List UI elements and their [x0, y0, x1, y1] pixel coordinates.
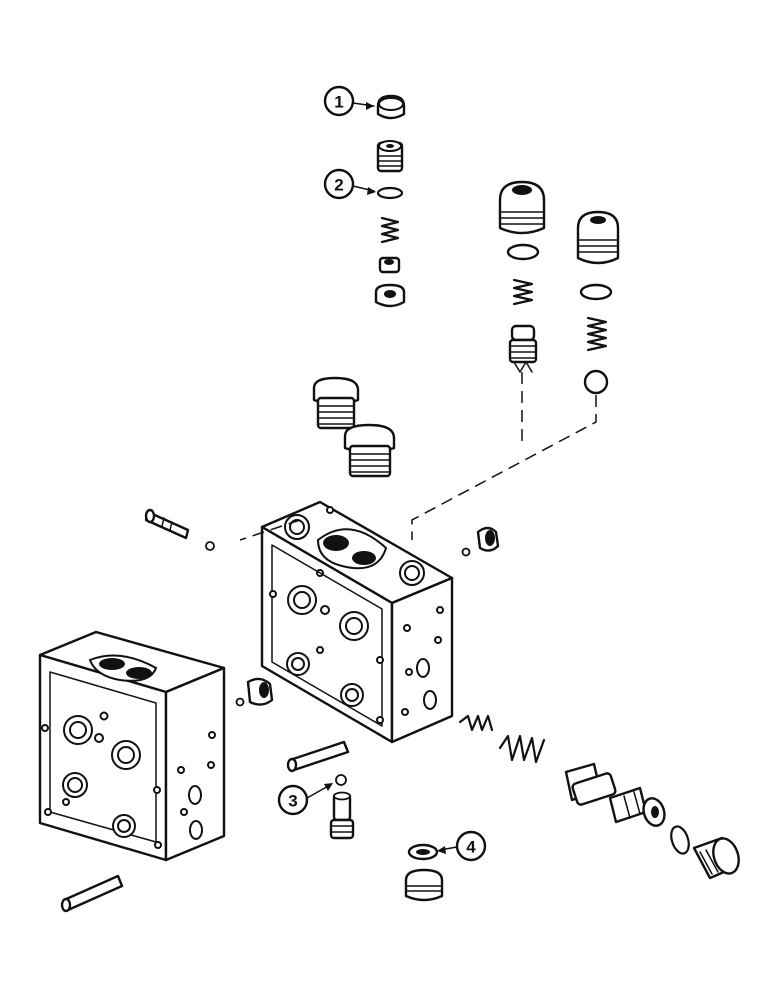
spool-cap — [692, 836, 740, 880]
dowel-pin-lower — [60, 874, 124, 913]
callout-4-group: 4 — [437, 830, 487, 862]
item4-washer-plug — [404, 843, 444, 902]
callout-2-label: 2 — [334, 176, 343, 195]
cap-plug — [376, 94, 406, 120]
o-ring-middle — [506, 243, 540, 261]
assembly-lines — [239, 372, 597, 541]
right-side-plug — [461, 526, 500, 557]
spring-right — [586, 316, 608, 352]
right-valve-body — [260, 500, 454, 744]
callout-4-label: 4 — [466, 838, 476, 857]
spool-assembly — [458, 714, 740, 880]
relief-plug-middle — [498, 180, 546, 235]
spring-middle — [512, 278, 534, 306]
relief-valve-right — [576, 210, 620, 395]
spring-small — [380, 216, 400, 244]
relief-valve-middle — [498, 180, 546, 373]
large-plug-lower — [343, 423, 396, 478]
spring-spool-large — [498, 734, 546, 764]
left-valve-body — [38, 630, 226, 862]
item3-valve-parts — [329, 774, 355, 840]
middle-plug — [235, 677, 274, 707]
callout-3-group: 3 — [277, 783, 333, 816]
o-ring-right — [579, 283, 613, 301]
threaded-plug-small — [376, 140, 404, 173]
callout-1-group: 1 — [323, 85, 375, 117]
pilot-valve-stack — [374, 94, 406, 308]
o-ring-small — [376, 186, 404, 200]
spring-spool-small — [458, 714, 494, 732]
callout-2-group: 2 — [323, 168, 376, 200]
spool — [564, 762, 666, 827]
poppet-small — [378, 256, 401, 274]
relief-plug-right — [576, 210, 620, 265]
check-ball — [583, 369, 609, 395]
dowel-pin-middle — [286, 740, 350, 773]
large-plug-upper — [312, 376, 360, 430]
poppet-middle — [508, 324, 538, 373]
left-pin — [144, 508, 215, 551]
callout-3-label: 3 — [288, 792, 297, 811]
o-ring-spool — [670, 825, 690, 855]
seat-small — [374, 283, 406, 308]
callout-1-label: 1 — [334, 93, 343, 112]
